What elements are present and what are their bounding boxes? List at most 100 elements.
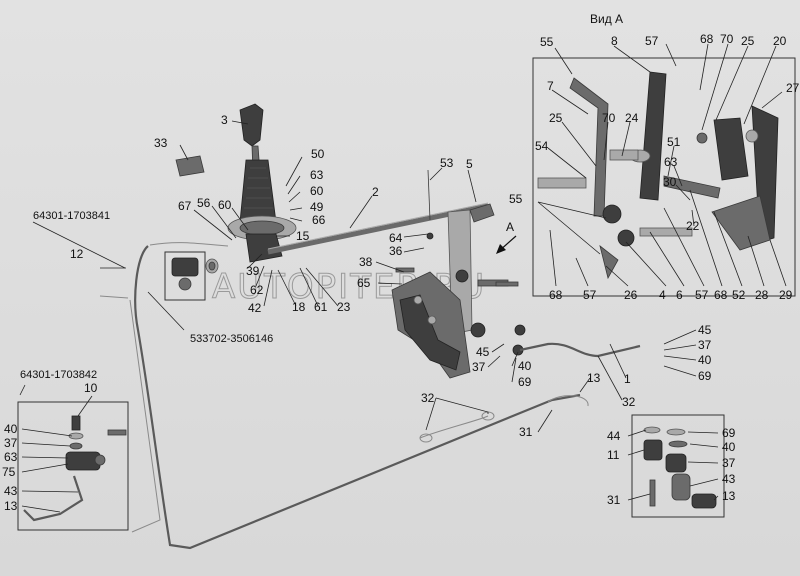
callout-label: 61 — [314, 300, 328, 314]
callout-label: 66 — [312, 213, 326, 227]
callout-label: 56 — [197, 196, 211, 210]
callout-label: 31 — [607, 493, 621, 507]
callout-label: 6 — [676, 288, 683, 302]
leader-lines — [19, 43, 787, 513]
callout-label: 13 — [587, 371, 601, 385]
callout-label: 40 — [722, 440, 736, 454]
right-detail-parts — [643, 426, 717, 509]
callout-label: 18 — [292, 300, 306, 314]
callout-label: 37 — [722, 456, 736, 470]
bolt — [395, 267, 415, 273]
callout-label: 50 — [311, 147, 325, 161]
view-title: Вид А — [590, 12, 623, 26]
callout-label: 37 — [472, 360, 486, 374]
callout-label: 60 — [310, 184, 324, 198]
callout-label: 37 — [4, 436, 18, 450]
callout-label: 29 — [779, 288, 793, 302]
callout-label: 43 — [722, 472, 736, 486]
hose-fitting-line — [99, 295, 129, 299]
callout-label: 70 — [720, 32, 734, 46]
control-cable — [134, 245, 581, 550]
callout-label: 10 — [84, 381, 98, 395]
callout-label: 23 — [337, 300, 351, 314]
callout-label: 43 — [4, 484, 18, 498]
left-detail-parts — [23, 415, 127, 522]
callout-label: 70 — [602, 111, 616, 125]
mounting-bracket — [391, 271, 471, 379]
callout-label: 28 — [755, 288, 769, 302]
callout-label: 69 — [518, 375, 532, 389]
callout-label: 55 — [509, 192, 523, 206]
callout-label: 2 — [372, 185, 379, 199]
callout-label: 63 — [310, 168, 324, 182]
nut — [514, 324, 526, 336]
callout-label: 55 — [540, 35, 554, 49]
callout-label: 60 — [218, 198, 232, 212]
callout-label: 8 — [611, 34, 618, 48]
callout-label: 45 — [476, 345, 490, 359]
callout-label: 68 — [714, 288, 728, 302]
cable-code: 533702-3506146 — [190, 333, 273, 345]
left-detail-box — [17, 401, 129, 531]
callout-label: 24 — [625, 111, 639, 125]
callout-label: 1 — [624, 372, 631, 386]
view-a-linkage — [537, 71, 779, 280]
gear-shift-lever — [227, 103, 297, 263]
cable-tie — [419, 415, 489, 439]
callout-label: 44 — [607, 429, 621, 443]
bolt — [495, 281, 519, 287]
callout-label: 3 — [221, 113, 228, 127]
callout-label: 32 — [622, 395, 636, 409]
callout-label: 62 — [250, 283, 264, 297]
callout-label: 63 — [664, 155, 678, 169]
air-line — [129, 299, 161, 533]
callout-label: 36 — [389, 244, 403, 258]
callout-label: 40 — [4, 422, 18, 436]
view-marker: А — [506, 220, 514, 234]
callout-label: 69 — [722, 426, 736, 440]
callout-label: 27 — [786, 81, 800, 95]
callout-label: 54 — [535, 139, 549, 153]
callout-label: 69 — [698, 369, 712, 383]
callout-label: 49 — [310, 200, 324, 214]
hose-code-top: 64301-1703841 — [33, 210, 110, 222]
callout-label: 40 — [518, 359, 532, 373]
callout-label: 7 — [547, 79, 554, 93]
pneumatic-valve — [171, 257, 219, 291]
callout-label: 32 — [421, 391, 435, 405]
callout-label: 25 — [741, 34, 755, 48]
callout-label: 53 — [440, 156, 454, 170]
callout-label: 15 — [296, 229, 310, 243]
callout-label: 4 — [659, 288, 666, 302]
bolt-53 — [427, 169, 431, 221]
callout-label: 13 — [4, 499, 18, 513]
label-plate — [175, 155, 205, 177]
tube-1 — [519, 342, 641, 358]
callout-label: 30 — [663, 175, 677, 189]
callout-label: 13 — [722, 489, 736, 503]
air-hose — [149, 242, 229, 247]
callout-label: 68 — [700, 32, 714, 46]
callout-label: 26 — [624, 288, 638, 302]
callout-label: 57 — [583, 288, 597, 302]
callout-label: 42 — [248, 301, 262, 315]
callout-label: 40 — [698, 353, 712, 367]
callout-label: 12 — [70, 247, 84, 261]
callout-label: 38 — [359, 255, 373, 269]
callout-label: 20 — [773, 34, 787, 48]
callout-label: 63 — [4, 450, 18, 464]
callout-label: 68 — [549, 288, 563, 302]
callout-label: 57 — [645, 34, 659, 48]
callout-label: 52 — [732, 288, 746, 302]
callout-label: 22 — [686, 219, 700, 233]
callout-label: 37 — [698, 338, 712, 352]
callout-label: 51 — [667, 135, 681, 149]
hose-code-left: 64301-1703842 — [20, 369, 97, 381]
callout-label: 31 — [519, 425, 533, 439]
callout-label: 75 — [2, 465, 16, 479]
callout-label: 57 — [695, 288, 709, 302]
nut-64 — [426, 232, 434, 240]
